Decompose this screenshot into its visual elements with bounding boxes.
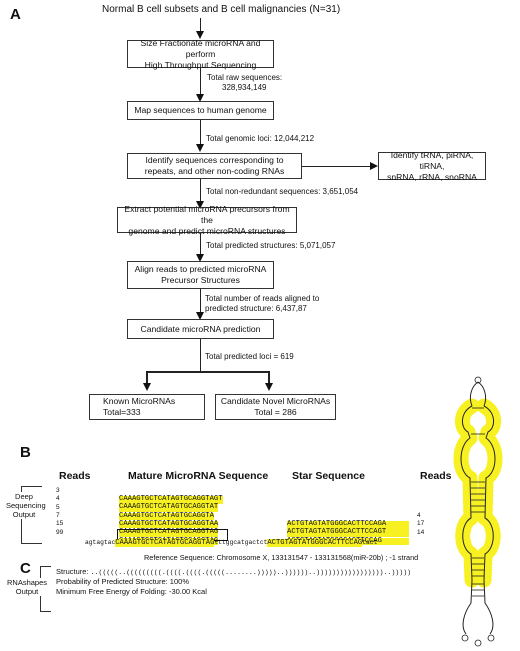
mature-read-row: 7CAAAGTGCTCATAGTGCAGGTAA	[56, 511, 219, 529]
star-read-row: ACTGTAGTATGGGCACTTCCAGT 17	[287, 520, 425, 537]
mfe-text: Minimum Free Energy of Folding: -30.00 K…	[56, 587, 207, 596]
arrow-head	[196, 94, 204, 102]
read-count: 4	[56, 495, 60, 503]
flow-note-raw-sequences: Total raw sequences:328,934,149	[207, 73, 283, 92]
read-count: 4	[417, 512, 421, 519]
arrow-shaft	[200, 233, 201, 255]
probability-text: Probability of Predicted Structure: 100%	[56, 577, 189, 586]
flow-note-non-redundant: Total non-redundant sequences: 3,651,054	[206, 187, 359, 196]
read-count: 15	[56, 520, 64, 528]
mature-sequence: CAAAGTGCTCATAGTGCAGGTAGT	[119, 495, 223, 504]
mature-sequence: CAAAGTGCTCATAGTGCAGGTAA	[119, 519, 219, 529]
arrow-shaft	[200, 120, 201, 145]
arrow-head	[143, 383, 151, 391]
arrow-head	[196, 31, 204, 39]
arrow-shaft	[200, 18, 201, 32]
arrow-shaft	[200, 68, 201, 95]
read-count: 14	[417, 528, 425, 536]
star-read-row: ACTGTAGTATGGGCACTTCCAG14	[287, 528, 425, 546]
reads-header-right: Reads	[420, 470, 452, 482]
mature-read-row: 3CAAAGTGCTCATAGTGCAGGTAGT	[56, 487, 223, 504]
star-sequence-header: Star Sequence	[292, 470, 365, 482]
star-sequence: ACTGTAGTATGGGCACTTCCAGA	[287, 520, 409, 529]
flow-box-noncoding-rna: Identify tRNA, piRNA, tiRNA,snRNA, rRNA,…	[378, 150, 486, 182]
arrow-head	[370, 162, 378, 170]
panel-label-b: B	[20, 444, 31, 461]
flow-box-extract-precursors: Extract potential microRNA precursors fr…	[117, 204, 297, 236]
arrow-shaft	[302, 166, 372, 167]
read-count: 7	[56, 511, 60, 519]
mature-sequence: CAAAGTGCTCATAGTGCAGGTAT	[119, 503, 219, 512]
arrow-shaft	[268, 371, 270, 384]
flow-note-predicted-loci: Total predicted loci = 619	[205, 352, 294, 361]
flow-box-map-genome: Map sequences to human genome	[127, 101, 274, 120]
arrow-head	[196, 312, 204, 320]
mature-read-row: 5CAAAGTGCTCATAGTGCAGGTA	[56, 503, 214, 521]
flow-box-candidate-prediction: Candidate microRNA prediction	[127, 319, 274, 339]
panel-label-a: A	[10, 6, 21, 23]
star-read-row: ACTGTAGTATGGGCACTTCCAGA 4	[287, 512, 421, 529]
reference-caption: Reference Sequence: Chromosome X, 133131…	[144, 553, 419, 562]
flow-note-predicted-structures: Total predicted structures: 5,071,057	[206, 241, 336, 250]
reference-sequence: agtagtacCAAAGTGCTCATAGTGCAGGTAGtttggcatg…	[85, 539, 378, 547]
hairpin-structure-diagram	[453, 376, 503, 647]
arrow-head	[196, 254, 204, 262]
arrow-head	[196, 144, 204, 152]
read-count: 17	[417, 520, 425, 528]
read-count: 99	[56, 528, 64, 536]
reads-header: Reads	[59, 470, 91, 482]
arrow-shaft	[200, 289, 201, 313]
arrow-head	[196, 201, 204, 209]
arrow-shaft	[146, 371, 148, 384]
flow-note-genomic-loci: Total genomic loci: 12,044,212	[206, 134, 315, 143]
star-sequence: ACTGTAGTATGGGCACTTCCAGT	[287, 529, 409, 537]
connector-line	[200, 339, 201, 371]
mature-sequence: CAAAGTGCTCATAGTGCAGGTAG	[119, 528, 219, 537]
mature-read-row: 4CAAAGTGCTCATAGTGCAGGTAT	[56, 495, 219, 512]
mature-sequence: CAAAGTGCTCATAGTGCAGGTA	[119, 511, 214, 521]
arrow-head	[265, 383, 273, 391]
panel-label-c: C	[20, 560, 31, 577]
arrow-shaft	[200, 179, 201, 202]
branch-line	[146, 371, 270, 373]
mature-sequence-header: Mature MicroRNA Sequence	[128, 470, 269, 482]
mature-read-row: 15CAAAGTGCTCATAGTGCAGGTAG	[56, 520, 219, 537]
flow-top-text: Normal B cell subsets and B cell maligna…	[102, 4, 341, 15]
structure-line: Structure: ..(((((..(((((((((.((((.((((.…	[56, 567, 412, 576]
read-count: 5	[56, 503, 60, 511]
read-count: 3	[56, 487, 60, 494]
